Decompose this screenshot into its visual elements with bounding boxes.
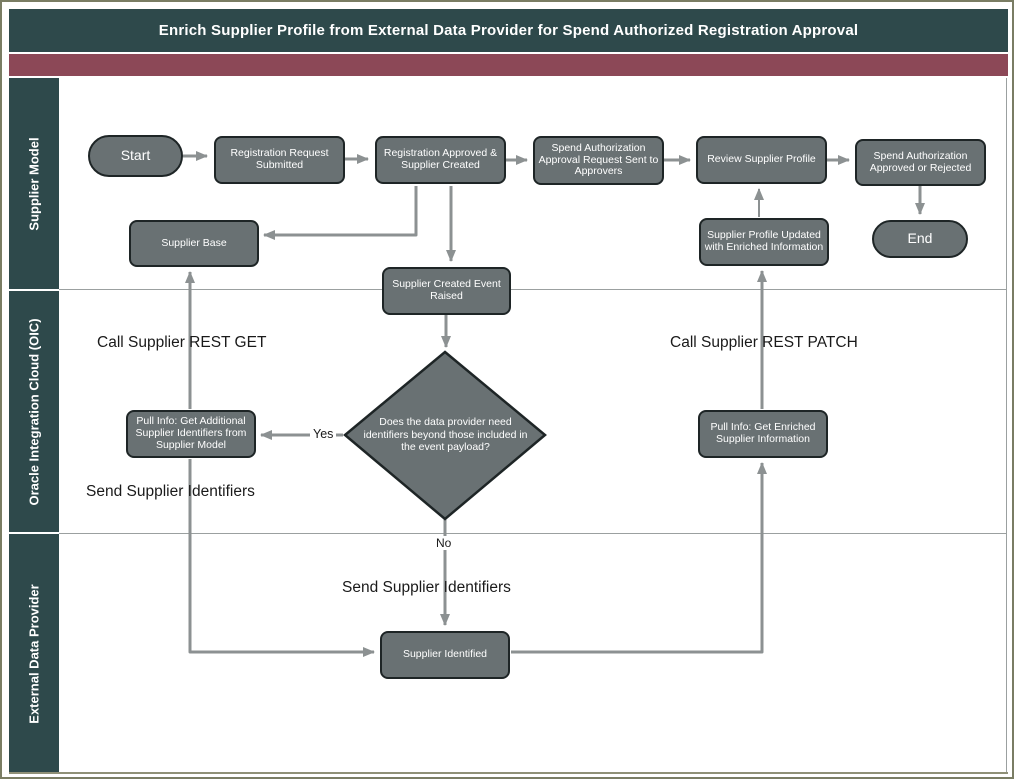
node-registration-approved-supplier-created: Registration Approved & Supplier Created [375, 136, 506, 184]
node-spend-authorization-approval-request: Spend Authorization Approval Request Sen… [533, 136, 664, 185]
decision-diamond-shape [343, 350, 547, 521]
label-yes: Yes [310, 427, 337, 441]
lane-supplier-model: Supplier Model [9, 78, 59, 289]
node-supplier-created-event-raised: Supplier Created Event Raised [382, 267, 511, 315]
node-spend-authorization-approved-or-rejected: Spend Authorization Approved or Rejected [855, 139, 986, 186]
lane-external-data-provider: External Data Provider [9, 534, 59, 773]
label-call-supplier-rest-patch: Call Supplier REST PATCH [670, 334, 858, 351]
label-call-supplier-rest-get: Call Supplier REST GET [97, 334, 267, 351]
lane-divider [59, 289, 1007, 290]
edge-approved-to-supplier-base [263, 186, 418, 240]
edge-supplier-identified-to-pull-enriched [511, 462, 767, 654]
label-send-supplier-identifiers-oic: Send Supplier Identifiers [86, 483, 255, 500]
node-supplier-identified: Supplier Identified [380, 631, 510, 679]
node-registration-request-submitted: Registration Request Submitted [214, 136, 345, 184]
node-pull-info-additional-identifiers: Pull Info: Get Additional Supplier Ident… [126, 410, 256, 458]
node-review-supplier-profile: Review Supplier Profile [696, 136, 827, 184]
edge-pull-additional-to-supplier-identified [188, 459, 375, 657]
node-start: Start [88, 135, 183, 177]
accent-bar [9, 54, 1008, 76]
lane-divider [59, 533, 1007, 534]
lane-oracle-integration-cloud: Oracle Integration Cloud (OIC) [9, 291, 59, 532]
label-send-supplier-identifiers-edp: Send Supplier Identifiers [342, 579, 511, 596]
label-no: No [433, 536, 455, 550]
node-pull-info-enriched-information: Pull Info: Get Enriched Supplier Informa… [698, 410, 828, 458]
lane-right-edge [1006, 78, 1007, 773]
node-supplier-base: Supplier Base [129, 220, 259, 267]
node-supplier-profile-updated: Supplier Profile Updated with Enriched I… [699, 218, 829, 266]
lane-bottom-edge [9, 772, 1008, 774]
decision-diamond-label: Does the data provider need identifiers … [363, 416, 528, 454]
node-end: End [872, 220, 968, 258]
diagram-title: Enrich Supplier Profile from External Da… [9, 9, 1008, 52]
